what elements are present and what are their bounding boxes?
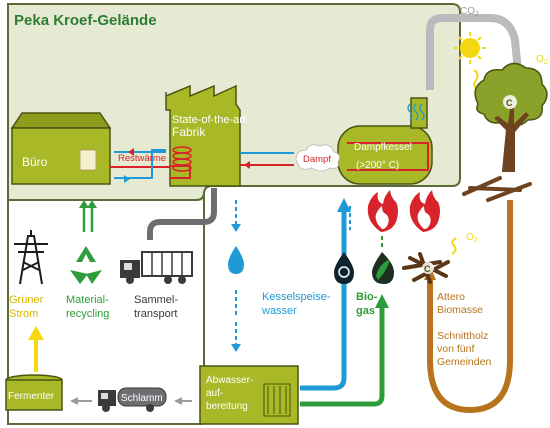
collection-truck-icon (120, 251, 193, 284)
waste-transfer-pipe (147, 188, 217, 240)
sludge-truck-icon: Schlamm (98, 387, 167, 412)
water-drop-icon (228, 246, 244, 274)
steam-label: Dampf (303, 154, 331, 165)
recycling-icon (70, 246, 102, 284)
office-label: Büro (22, 155, 48, 169)
treatment-label-line1: Abwasser- (206, 375, 253, 386)
o2-label-woodpile: O2 (466, 232, 478, 244)
factory-label-line1: State-of-the-art (172, 114, 246, 126)
biomass-label-line2: Biomasse (437, 304, 483, 316)
biomass-label-line1: Attero (437, 291, 465, 303)
factory-label-line2: Fabrik (172, 125, 206, 139)
boiler-label: Dampfkessel (354, 142, 412, 153)
wastewater-treatment-building: Abwasser- auf- bereitung (199, 365, 299, 425)
o2-label-top: O2 (536, 54, 548, 66)
feedwater-lines (231, 198, 351, 391)
flame-icons (367, 190, 440, 232)
tree-icon: C (474, 62, 548, 172)
fermenter-tank: Fermenter (5, 374, 63, 411)
transport-label-line2: transport (134, 308, 177, 320)
green-power-label-line2: Strom (9, 308, 38, 320)
site-title: Peka Kroef-Gelände (14, 12, 157, 29)
transport-label-line1: Sammel- (134, 294, 178, 306)
radiator-icon (79, 149, 97, 171)
fermenter-label: Fermenter (8, 391, 55, 402)
biomass-loop: Attero Biomasse Schnittholz von fünf Gem… (424, 200, 513, 414)
treatment-label-line3: bereitung (206, 401, 248, 412)
biogas-label-line2: gas (356, 305, 375, 317)
wood-label-line2: von fünf (437, 343, 474, 355)
biogas-drop-icon (372, 252, 394, 284)
factory-building: State-of-the-art Fabrik (165, 84, 246, 187)
power-pylon-icon (14, 230, 48, 285)
flame-icon (367, 190, 398, 232)
sludge-flow-arrows (70, 397, 192, 405)
feedwater-label-line1: Kesselspeise- (262, 291, 331, 303)
recycle-drop-icon (334, 252, 354, 284)
biomass-carbon-label: C (424, 264, 431, 274)
biomass-woodpile-icon: C O2 (402, 232, 478, 284)
treatment-label-line2: auf- (206, 388, 223, 399)
power-arrow (28, 326, 44, 372)
green-power-label-line1: Grüner (9, 294, 44, 306)
office-building: Büro (10, 112, 112, 185)
biogas-label-line1: Bio- (356, 291, 378, 303)
recycling-double-arrow (79, 200, 97, 232)
boiler-temp-label: (>200° C) (356, 160, 399, 171)
wood-label-line1: Schnittholz (437, 330, 488, 342)
steam-cloud: Dampf (295, 144, 340, 172)
co2-label: CO2 (460, 6, 479, 18)
tree-carbon-label: C (506, 98, 513, 108)
feedwater-label-line2: wasser (261, 305, 297, 317)
biogas-lines (300, 236, 389, 407)
steam-and-heat-lines: Restwärme (110, 148, 294, 183)
wood-label-line3: Gemeinden (437, 356, 491, 368)
recycling-label-line1: Material- (66, 294, 109, 306)
recycling-label-line2: recycling (66, 308, 109, 320)
site-area-inner-divider (8, 191, 205, 201)
residual-heat-label: Restwärme (118, 153, 166, 164)
sludge-label: Schlamm (121, 393, 163, 404)
flame-icon (409, 190, 440, 232)
woodpile-icon (462, 176, 532, 202)
